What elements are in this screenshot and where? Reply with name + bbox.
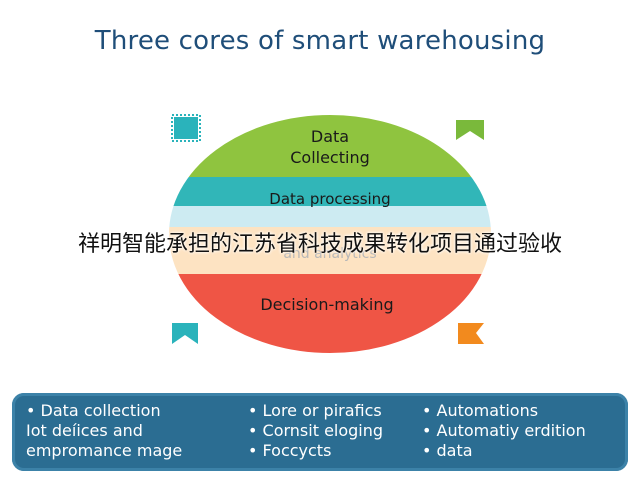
panel-line: empromance mage — [26, 441, 183, 460]
ribbon-icon-orange — [458, 323, 484, 344]
panel-column-2: • Lore or pirafics • Cornsit eloging • F… — [248, 401, 383, 461]
core-circle-outline — [167, 113, 493, 355]
layer-collect-label-2: Collecting — [290, 148, 370, 167]
stamp-square-icon — [171, 114, 201, 142]
diagram-title: Three cores of smart warehousing — [94, 26, 546, 56]
panel-line: Iot deíices and — [26, 421, 143, 440]
panel-line: • data — [422, 441, 473, 460]
panel-line: • Cornsit eloging — [248, 421, 384, 440]
panel-column-1: • Data collection Iot deíices and emprom… — [26, 401, 182, 461]
layer-analytics-label: and analytics — [283, 246, 376, 262]
panel-line: • Lore or pirafics — [248, 401, 382, 420]
panel-line: • Automations — [422, 401, 539, 420]
ribbon-icon-green — [456, 120, 484, 140]
layer-decision — [168, 274, 492, 354]
layer-processing-label: Data processing — [269, 190, 390, 208]
overlay-caption: 祥明智能承担的江苏省科技成果转化项目通过验收 — [77, 232, 562, 257]
panel-line: • Foccycts — [248, 441, 332, 460]
bullet-panel: • Data collection Iot deíices and emprom… — [12, 393, 628, 471]
panel-line: • Automatiy erdition — [422, 421, 586, 440]
layer-processing — [168, 177, 492, 207]
ribbon-icon-teal — [172, 323, 198, 344]
layer-decision-label: Decision-making — [260, 295, 393, 314]
panel-line: • Data collection — [26, 401, 161, 420]
panel-column-3: • Automations • Automatiy erdition • dat… — [422, 401, 586, 461]
layer-analytics — [168, 227, 492, 275]
layer-light — [168, 206, 492, 228]
layer-collect-label-1: Data — [311, 127, 349, 146]
